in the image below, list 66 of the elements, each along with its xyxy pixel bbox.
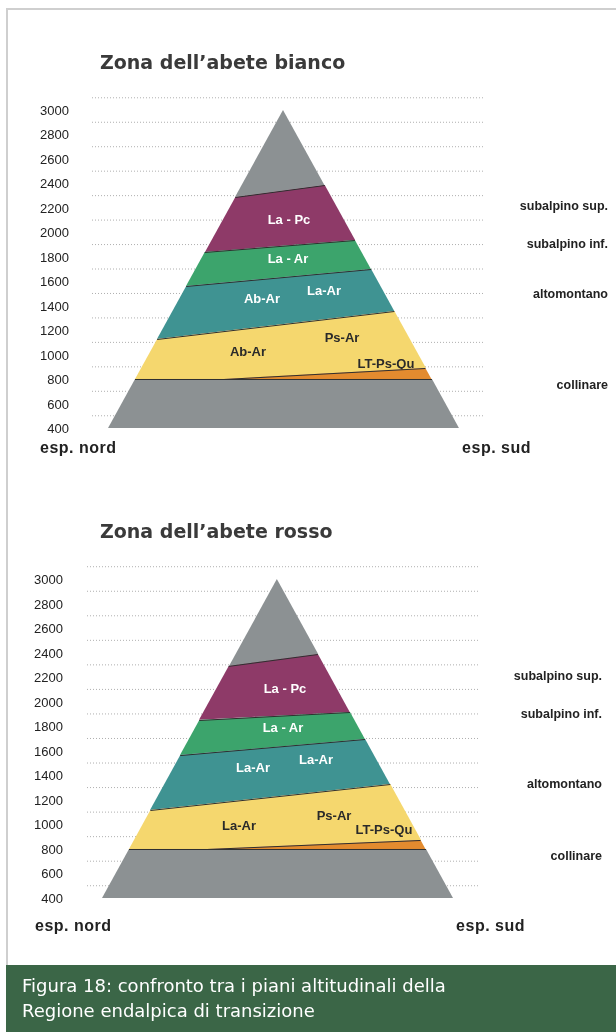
zone-label: subalpino inf. [526,237,608,251]
axis-tick-label: 1400 [40,299,69,313]
band-label: La-Ar [307,283,341,297]
axis-tick-label: 2200 [40,201,69,215]
axis-tick-label: 1000 [34,817,63,831]
axis-tick-label: 800 [47,372,69,386]
vegetation-band [149,738,390,810]
mountain-section [101,848,453,898]
band-label: La - Ar [267,251,309,265]
band-label: La-Ar [299,752,333,766]
zone-label: collinare [556,378,608,392]
zone-label: subalpino sup. [513,669,602,683]
vegetation-band [128,784,421,849]
band-label: La-Ar [236,760,270,774]
mountain-section [229,578,319,666]
mountain-section [107,379,459,428]
caption-bar: Figura 18: confronto tra i piani altitudinali della Regione endalpica di transizione [6,965,616,1032]
axis-tick-label: 400 [41,891,63,905]
zone-label: altomontano [533,287,608,301]
vegetation-band [180,712,365,756]
axis-tick-label: 3000 [40,103,69,117]
axis-tick-label: 2600 [40,152,69,166]
aspect-label: esp. sud [462,440,531,456]
axis-tick-label: 800 [41,842,63,856]
axis-tick-label: 2400 [40,176,69,190]
vegetation-band [185,240,371,286]
zone-label: subalpino sup. [519,199,608,213]
axis-tick-label: 2800 [40,127,69,141]
axis-tick-label: 1200 [34,793,63,807]
band-label: La - Pc [267,212,311,226]
axis-tick-label: 1800 [34,719,63,733]
band-label: LT-Ps-Qu [357,356,415,370]
vegetation-band [204,185,355,252]
vegetation-band [134,310,426,380]
axis-tick-label: 400 [47,421,69,435]
band-label: La - Ar [262,720,304,734]
zone-label: subalpino inf. [520,707,602,721]
vegetation-band [199,654,351,720]
axis-tick-label: 1600 [40,274,69,288]
axis-tick-label: 1000 [40,348,69,362]
axis-tick-label: 2600 [34,621,63,635]
band-label: La-Ar [222,818,256,832]
axis-tick-label: 600 [47,397,69,411]
mountain-section [235,110,325,197]
band-label: LT-Ps-Qu [355,822,413,836]
band-label: Ab-Ar [243,291,281,305]
axis-tick-label: 2400 [34,646,63,660]
chart-title: Zona dell’abete rosso [100,521,333,541]
axis-tick-label: 3000 [34,572,63,586]
axis-tick-label: 2000 [40,225,69,239]
band-label: Ab-Ar [229,344,267,358]
axis-tick-label: 2000 [34,695,63,709]
axis-tick-label: 2200 [34,670,63,684]
band-label: Ps-Ar [316,808,352,822]
chart-title: Zona dell’abete bianco [100,52,346,72]
band-label: La - Pc [263,681,307,695]
axis-tick-label: 600 [41,866,63,880]
zone-label: collinare [550,849,602,863]
axis-tick-label: 1200 [40,323,69,337]
axis-tick-label: 1400 [34,768,63,782]
band-label: Ps-Ar [324,330,360,344]
axis-tick-label: 1800 [40,250,69,264]
axis-tick-label: 2800 [34,597,63,610]
axis-tick-label: 1600 [34,744,63,758]
aspect-label: esp. sud [456,918,525,934]
zone-label: altomontano [527,777,602,791]
